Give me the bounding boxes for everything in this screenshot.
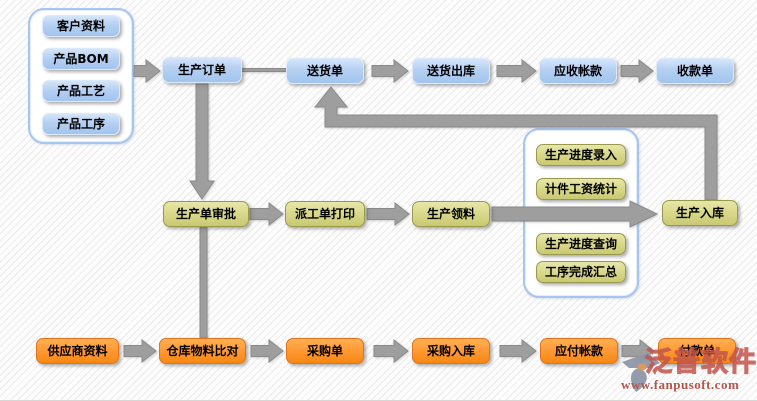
line-production-order-to-delivery-note bbox=[241, 68, 287, 72]
arrow-warehouse-compare-to-purchase-order bbox=[250, 338, 284, 364]
node-receipt-note: 收款单 bbox=[656, 58, 734, 84]
node-progress-entry: 生产进度录入 bbox=[536, 144, 626, 166]
node-accounts-receivable: 应收帐款 bbox=[539, 58, 617, 84]
arrow-production-inbound-to-delivery-note bbox=[313, 86, 718, 201]
node-delivery-outbound: 送货出库 bbox=[412, 58, 490, 84]
node-production-order: 生产订单 bbox=[162, 57, 242, 83]
arrow-dispatch-print-to-picking bbox=[366, 201, 410, 227]
node-dispatch-sheet-print: 派工单打印 bbox=[285, 201, 365, 227]
fanpu-url-text: www.fanpusoft.com bbox=[621, 377, 740, 392]
node-production-order-approval: 生产单审批 bbox=[163, 201, 249, 227]
arrow-receivable-to-receipt-note bbox=[620, 58, 654, 84]
basic-data-group: 客户资料 产品BOM 产品工艺 产品工序 bbox=[28, 8, 134, 144]
fanpu-watermark: 泛普软件 www.fanpusoft.com bbox=[618, 346, 757, 398]
arrow-delivery-note-to-delivery-outbound bbox=[371, 58, 409, 84]
node-operation-completion-summary: 工序完成汇总 bbox=[536, 261, 626, 283]
node-product-bom: 产品BOM bbox=[42, 48, 120, 70]
node-production-picking: 生产领料 bbox=[412, 201, 490, 227]
node-production-inbound: 生产入库 bbox=[662, 200, 738, 226]
arrow-approval-to-dispatch-print bbox=[249, 201, 284, 227]
node-delivery-note: 送货单 bbox=[286, 58, 364, 84]
node-piecework-wage-stats: 计件工资统计 bbox=[536, 178, 626, 200]
arrow-picking-to-production-inbound bbox=[491, 200, 659, 228]
arrow-purchase-order-to-purchase-inbound bbox=[373, 338, 409, 364]
node-product-operation: 产品工序 bbox=[42, 113, 120, 135]
node-warehouse-material-compare: 仓库物料比对 bbox=[159, 338, 246, 364]
node-customer-data: 客户资料 bbox=[42, 15, 120, 37]
node-purchase-order: 采购单 bbox=[286, 338, 364, 364]
arrow-supplier-to-warehouse-compare bbox=[123, 338, 157, 364]
arrow-purchase-inbound-to-payable bbox=[499, 338, 537, 364]
node-supplier-data: 供应商资料 bbox=[36, 338, 119, 364]
arrow-delivery-outbound-to-receivable bbox=[496, 58, 537, 84]
node-accounts-payable: 应付帐款 bbox=[540, 338, 618, 364]
node-progress-query: 生产进度查询 bbox=[536, 233, 626, 255]
fanpu-logo-swoosh-icon bbox=[622, 353, 660, 392]
node-payment-note: 付款单 bbox=[658, 338, 736, 364]
fanpu-brand-text: 泛普软件 bbox=[644, 347, 757, 378]
arrow-basicdata-to-production-order bbox=[133, 58, 161, 84]
node-purchase-inbound: 采购入库 bbox=[412, 338, 490, 364]
node-product-process: 产品工艺 bbox=[42, 80, 120, 102]
line-approval-to-warehouse-compare bbox=[199, 226, 208, 339]
arrow-production-order-to-approval bbox=[189, 83, 215, 200]
